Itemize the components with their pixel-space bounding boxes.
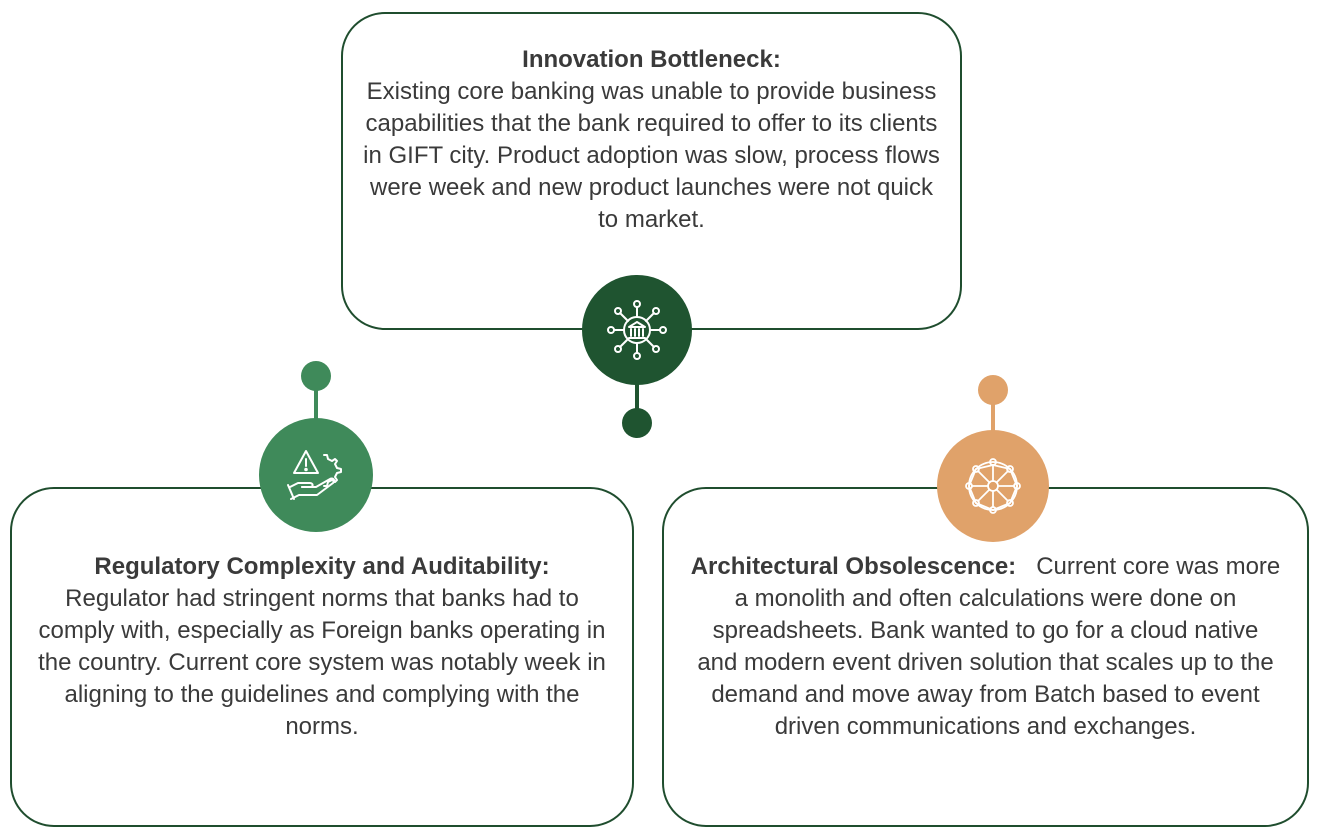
architectural-obsolescence-title: Architectural Obsolescence: (690, 553, 1017, 580)
regulatory-connector-line (314, 385, 318, 425)
innovation-bottleneck-card: Innovation Bottleneck: Existing core ban… (341, 12, 962, 330)
network-mesh-icon (965, 458, 1021, 514)
regulatory-complexity-body: Regulator had stringent norms that banks… (38, 585, 606, 740)
innovation-bottleneck-body: Existing core banking was unable to prov… (363, 78, 940, 233)
regulatory-complexity-title: Regulatory Complexity and Auditability: (94, 553, 550, 580)
innovation-connector-dot (622, 408, 652, 438)
architectural-badge (937, 430, 1049, 542)
innovation-connector-line (635, 380, 639, 420)
architectural-connector-line (991, 398, 995, 438)
architectural-obsolescence-card: Architectural Obsolescence: Current core… (662, 487, 1309, 827)
hand-gear-warning-icon (287, 450, 342, 500)
bank-network-icon (607, 300, 667, 360)
regulatory-complexity-card: Regulatory Complexity and Auditability: … (10, 487, 634, 827)
innovation-bottleneck-title: Innovation Bottleneck: (522, 46, 781, 73)
innovation-badge (582, 275, 692, 385)
architectural-obsolescence-body: Current core was more a monolith and oft… (697, 553, 1281, 740)
challenges-diagram: { "colors": { "dark_green": "#1f5430", "… (10, 12, 1309, 827)
regulatory-badge (259, 418, 373, 532)
